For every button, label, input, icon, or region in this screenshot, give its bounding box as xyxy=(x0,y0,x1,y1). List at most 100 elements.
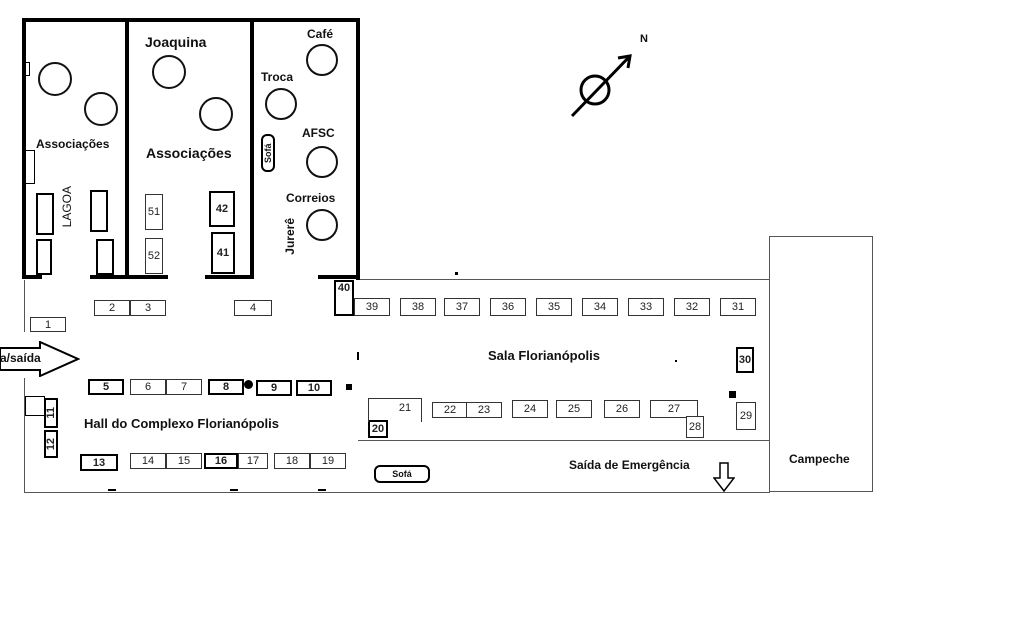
table-mid-2 xyxy=(199,97,233,131)
booth-15[interactable]: 15 xyxy=(166,453,202,469)
left-wall-marker-1 xyxy=(25,62,30,76)
booth-25[interactable]: 25 xyxy=(556,400,592,418)
booth-33[interactable]: 33 xyxy=(628,298,664,316)
troca-label: Troca xyxy=(261,70,294,84)
sala-label: Sala Florianópolis xyxy=(488,348,600,363)
booth-1[interactable]: 1 xyxy=(30,317,66,332)
booth-11-label: 11 xyxy=(45,407,57,419)
booth-8[interactable]: 8 xyxy=(208,379,244,395)
booth-20-frame xyxy=(368,398,422,422)
table-left-1 xyxy=(38,62,72,96)
booth-32[interactable]: 32 xyxy=(674,298,710,316)
booth-38[interactable]: 38 xyxy=(400,298,436,316)
wall-top xyxy=(22,18,360,22)
wall-right-room-right xyxy=(356,18,360,280)
booth-41[interactable]: 41 xyxy=(211,232,235,274)
booth-13[interactable]: 13 xyxy=(80,454,118,471)
outline-left-hall xyxy=(24,280,25,332)
campeche-label: Campeche xyxy=(789,452,850,466)
booth-37[interactable]: 37 xyxy=(444,298,480,316)
booth-3[interactable]: 3 xyxy=(130,300,166,316)
north-compass-icon xyxy=(570,54,632,118)
booth-36[interactable]: 36 xyxy=(490,298,526,316)
booth-17[interactable]: 17 xyxy=(238,453,268,469)
marker-square xyxy=(729,391,736,398)
wall-left-room-left xyxy=(22,18,26,278)
emergency-exit-label: Saída de Emergência xyxy=(569,458,690,472)
wall-divider-1 xyxy=(125,18,129,278)
booth-35[interactable]: 35 xyxy=(536,298,572,316)
outline-bottom xyxy=(24,492,770,493)
booth-24[interactable]: 24 xyxy=(512,400,548,418)
associacoes-left-label: Associações xyxy=(36,137,110,151)
sala-divider xyxy=(358,440,770,441)
panel-left-b xyxy=(36,239,52,275)
booth-18[interactable]: 18 xyxy=(274,453,310,469)
booth-23[interactable]: 23 xyxy=(466,402,502,418)
booth-2[interactable]: 2 xyxy=(94,300,130,316)
jurere-label: Jurerê xyxy=(283,218,297,255)
speck-5 xyxy=(230,489,238,491)
wall-bottom-left-room xyxy=(22,275,42,279)
booth-10[interactable]: 10 xyxy=(296,380,332,396)
booth-30[interactable]: 30 xyxy=(736,347,754,373)
booth-21[interactable]: 21 xyxy=(398,402,412,414)
table-correios xyxy=(306,209,338,241)
booth-20[interactable]: 20 xyxy=(368,420,388,438)
campeche-room xyxy=(769,236,873,492)
booth-19[interactable]: 19 xyxy=(310,453,346,469)
booth-42[interactable]: 42 xyxy=(209,191,235,227)
booth-26[interactable]: 26 xyxy=(604,400,640,418)
booth-52[interactable]: 52 xyxy=(145,238,163,274)
entrance-arrow-icon xyxy=(0,341,80,377)
wall-bottom-mid xyxy=(90,275,168,279)
north-label: N xyxy=(640,33,648,45)
booth-27[interactable]: 27 xyxy=(650,400,698,418)
sofa-small: Sofá xyxy=(261,134,275,172)
booth-29[interactable]: 29 xyxy=(736,402,756,430)
wall-bottom-right xyxy=(318,275,360,279)
panel-left-c xyxy=(90,190,108,232)
booth-7[interactable]: 7 xyxy=(166,379,202,395)
booth-12-label: 12 xyxy=(45,437,57,451)
outline-left-hall-low xyxy=(24,378,25,492)
booth-39[interactable]: 39 xyxy=(354,298,390,316)
booth-6[interactable]: 6 xyxy=(130,379,166,395)
lagoa-label: LAGOA xyxy=(60,186,74,228)
booth-12[interactable]: 12 xyxy=(44,430,58,458)
speck-2 xyxy=(357,352,359,360)
booth-11[interactable]: 11 xyxy=(44,398,58,428)
booth-11-frame xyxy=(25,396,45,416)
booth-34[interactable]: 34 xyxy=(582,298,618,316)
associacoes-mid-label: Associações xyxy=(146,145,232,161)
emergency-exit-arrow-icon xyxy=(713,462,735,492)
speck-1 xyxy=(455,272,458,275)
booth-51[interactable]: 51 xyxy=(145,194,163,230)
speck-6 xyxy=(318,489,326,491)
booth-4[interactable]: 4 xyxy=(234,300,272,316)
speck-3 xyxy=(675,360,677,362)
cafe-label: Café xyxy=(307,27,334,41)
pillar-dot xyxy=(244,380,253,389)
booth-9[interactable]: 9 xyxy=(256,380,292,396)
afsc-label: AFSC xyxy=(302,126,335,140)
table-afsc xyxy=(306,146,338,178)
booth-14[interactable]: 14 xyxy=(130,453,166,469)
hall-label: Hall do Complexo Florianópolis xyxy=(84,416,280,431)
booth-40[interactable]: 40 xyxy=(334,280,354,316)
wall-bottom-mid2 xyxy=(205,275,254,279)
booth-16[interactable]: 16 xyxy=(204,453,238,469)
table-troca xyxy=(265,88,297,120)
booth-22[interactable]: 22 xyxy=(432,402,468,418)
entrance-label: a/saída xyxy=(0,351,41,365)
correios-label: Correios xyxy=(286,191,336,205)
booth-5[interactable]: 5 xyxy=(88,379,124,395)
panel-left-a xyxy=(36,193,54,235)
panel-left-d xyxy=(96,239,114,275)
joaquina-label: Joaquina xyxy=(145,34,207,50)
table-mid-1 xyxy=(152,55,186,89)
sofa-bottom: Sofá xyxy=(374,465,430,483)
wall-divider-2 xyxy=(250,18,254,278)
booth-28[interactable]: 28 xyxy=(686,416,704,438)
booth-31[interactable]: 31 xyxy=(720,298,756,316)
